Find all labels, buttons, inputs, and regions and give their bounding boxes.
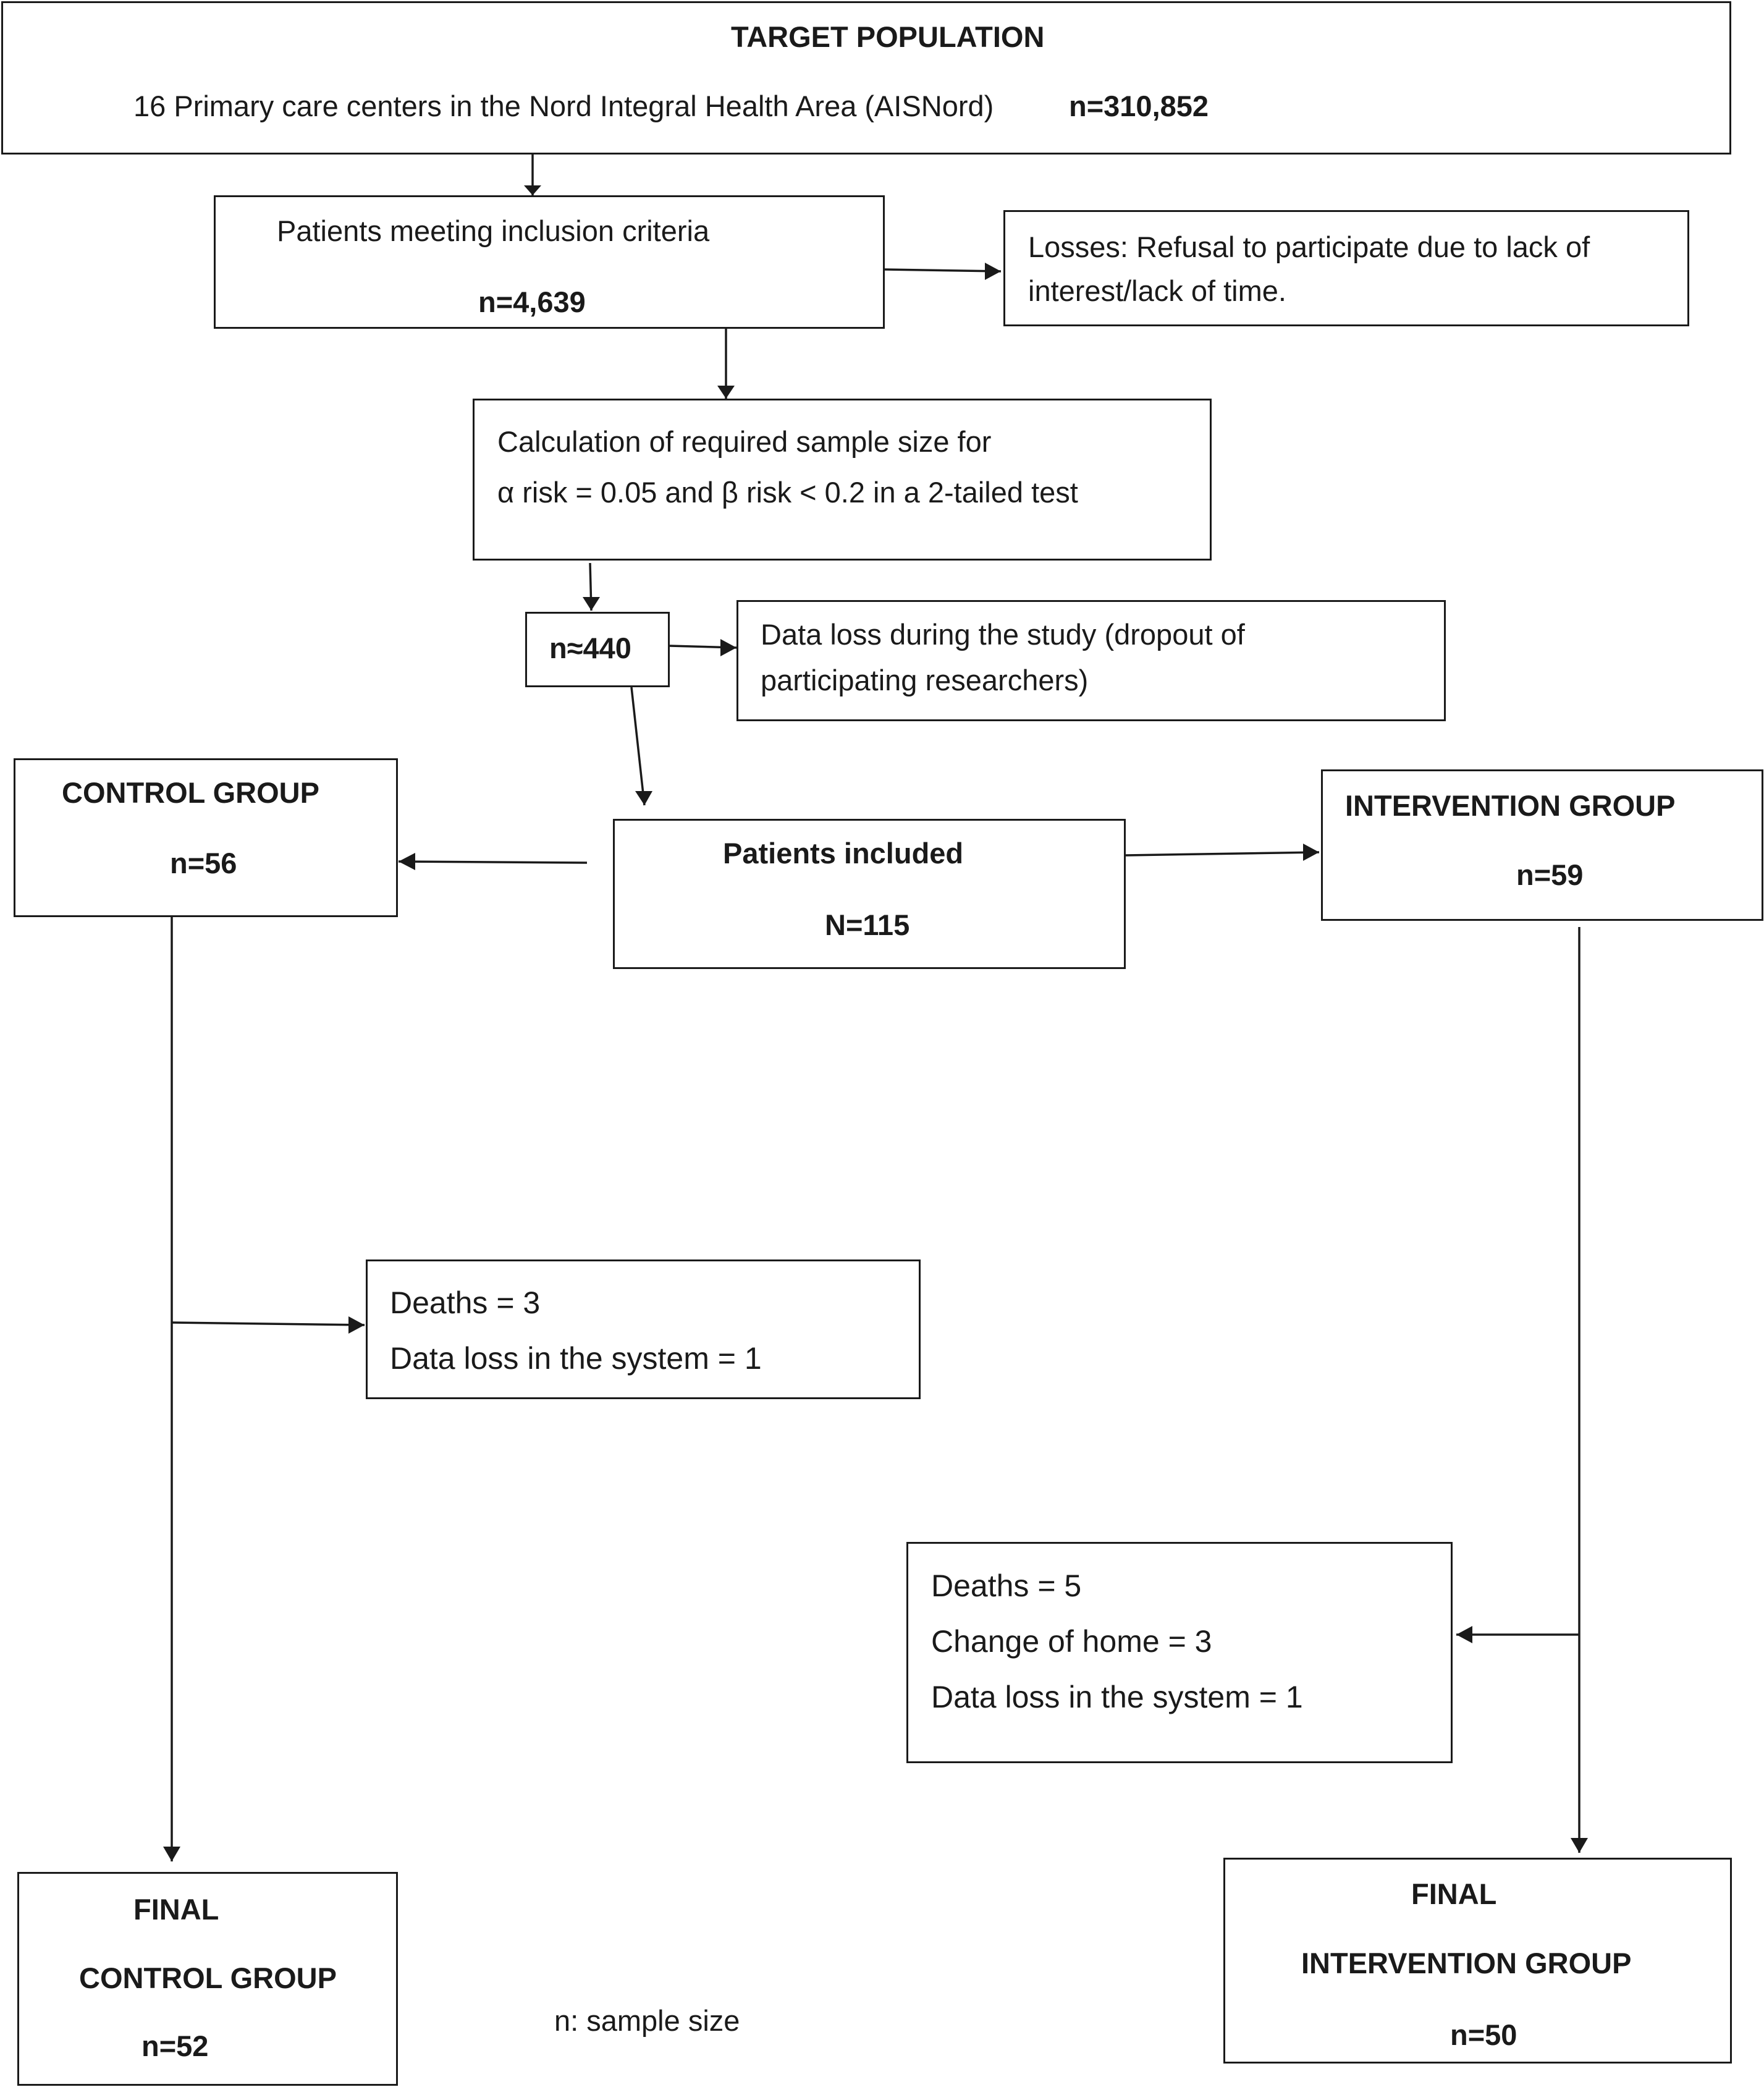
final-intervention-group-line1: FINAL	[1411, 1877, 1497, 1910]
patients-included-box	[613, 819, 1126, 969]
estimated-sample-count: n≈440	[549, 632, 631, 664]
refusal-losses-box	[1003, 210, 1689, 326]
final-control-group-box	[17, 1872, 398, 2086]
footnote: n: sample size	[554, 2004, 740, 2037]
control-losses-line2: Data loss in the system = 1	[390, 1341, 762, 1376]
study-data-loss-line2: participating researchers)	[761, 664, 1089, 696]
intervention-losses-line2: Change of home = 3	[931, 1624, 1212, 1659]
final-control-group-line2: CONTROL GROUP	[79, 1962, 337, 1994]
control-losses-line1: Deaths = 3	[390, 1285, 541, 1320]
arrowhead-right	[1303, 844, 1319, 861]
arrow-control-to-losses	[171, 1321, 365, 1326]
final-intervention-group-count: n=50	[1450, 2018, 1517, 2051]
intervention-group-count: n=59	[1516, 858, 1584, 891]
arrowhead-left	[399, 853, 415, 870]
control-group-count: n=56	[170, 847, 237, 879]
estimated-sample-box	[525, 612, 670, 687]
control-group-title: CONTROL GROUP	[62, 776, 319, 809]
sample-size-calculation-box	[473, 399, 1212, 561]
patients-included-count: N=115	[825, 908, 910, 941]
arrow-included-to-control	[398, 860, 588, 864]
arrow-estimate-to-included	[630, 687, 646, 806]
arrowhead-down	[524, 185, 541, 195]
intervention-losses-line3: Data loss in the system = 1	[931, 1680, 1303, 1714]
arrowhead-down	[583, 597, 600, 611]
arrowhead-right	[348, 1316, 365, 1334]
inclusion-criteria-count: n=4,639	[478, 286, 586, 318]
sample-size-calculation-line2: α risk = 0.05 and β risk < 0.2 in a 2-ta…	[497, 476, 1078, 509]
intervention-group-box	[1321, 769, 1763, 921]
arrow-included-to-intervention	[1125, 851, 1320, 857]
target-population-count: n=310,852	[1069, 90, 1209, 122]
arrowhead-down	[635, 791, 652, 805]
arrowhead-down	[163, 1847, 180, 1861]
control-group-box	[14, 758, 398, 917]
patients-included-title: Patients included	[723, 837, 964, 870]
arrowhead-down	[1571, 1838, 1588, 1853]
target-population-title: TARGET POPULATION	[731, 20, 1045, 53]
arrowhead-left	[1456, 1626, 1472, 1643]
inclusion-criteria-box	[214, 195, 885, 329]
refusal-losses-line2: interest/lack of time.	[1028, 274, 1286, 307]
study-data-loss-line1: Data loss during the study (dropout of	[761, 618, 1245, 651]
intervention-losses-line1: Deaths = 5	[931, 1568, 1082, 1603]
arrowhead-down	[717, 386, 735, 399]
arrowhead-right	[720, 639, 736, 656]
intervention-group-title: INTERVENTION GROUP	[1345, 789, 1676, 822]
arrowhead-right	[985, 263, 1001, 280]
sample-size-calculation-line1: Calculation of required sample size for	[497, 425, 992, 458]
refusal-losses-line1: Losses: Refusal to participate due to la…	[1028, 231, 1590, 263]
study-data-loss-box	[736, 600, 1446, 721]
final-intervention-group-line2: INTERVENTION GROUP	[1301, 1947, 1632, 1979]
arrow-inclusion-to-losses	[884, 268, 1002, 273]
final-control-group-line1: FINAL	[133, 1893, 219, 1926]
final-intervention-group-box	[1223, 1858, 1732, 2064]
target-population-box	[1, 1, 1731, 155]
final-control-group-count: n=52	[141, 2030, 209, 2062]
inclusion-criteria-label: Patients meeting inclusion criteria	[277, 214, 710, 247]
control-losses-box	[366, 1259, 921, 1399]
intervention-losses-box	[906, 1542, 1453, 1763]
target-population-description: 16 Primary care centers in the Nord Inte…	[133, 90, 994, 122]
